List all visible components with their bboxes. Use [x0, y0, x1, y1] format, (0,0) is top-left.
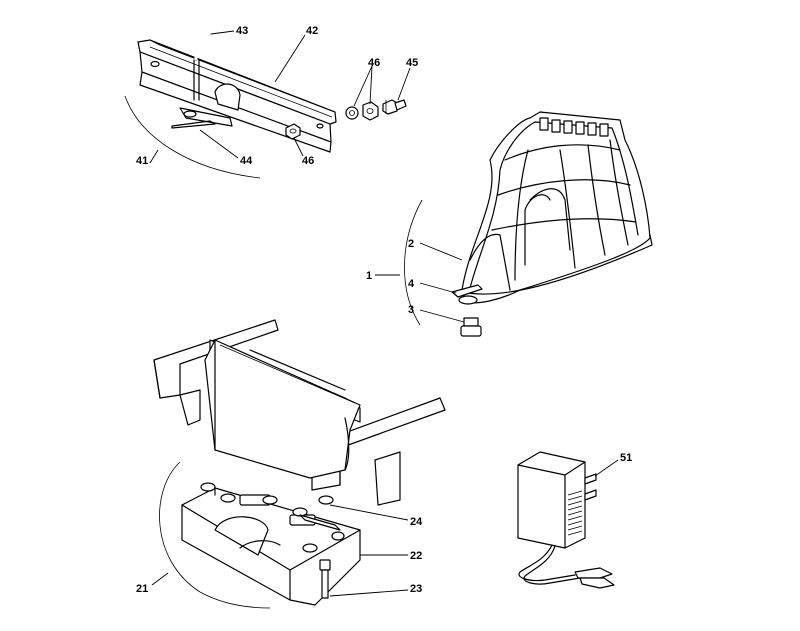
leader-lines	[149, 30, 619, 597]
rail-assembly	[124, 31, 337, 179]
label-22: 22	[410, 550, 422, 562]
label-23: 23	[410, 583, 422, 595]
label-46b: 46	[302, 155, 314, 167]
frame-assembly	[153, 319, 446, 506]
guard-comb	[539, 117, 609, 137]
label-45: 45	[406, 57, 418, 69]
label-43: 43	[236, 25, 248, 37]
label-42: 42	[306, 25, 318, 37]
terminal-bolts	[200, 482, 345, 553]
label-44: 44	[240, 155, 253, 167]
charger-vents	[567, 490, 583, 536]
battery-holder	[159, 461, 361, 609]
label-2: 2	[408, 238, 414, 250]
label-24: 24	[410, 516, 423, 528]
part-labels: 43 42 46 45 41 44 46 2 1 4 3 24 22 21 23…	[136, 25, 632, 595]
label-1: 1	[366, 270, 372, 282]
charger	[517, 451, 615, 589]
guard-cage	[404, 111, 653, 337]
label-51: 51	[620, 452, 632, 464]
label-41: 41	[136, 155, 148, 167]
label-4: 4	[408, 278, 415, 290]
fastener-set	[345, 99, 407, 121]
label-46a: 46	[368, 57, 380, 69]
label-21: 21	[136, 583, 148, 595]
label-3: 3	[408, 304, 414, 316]
